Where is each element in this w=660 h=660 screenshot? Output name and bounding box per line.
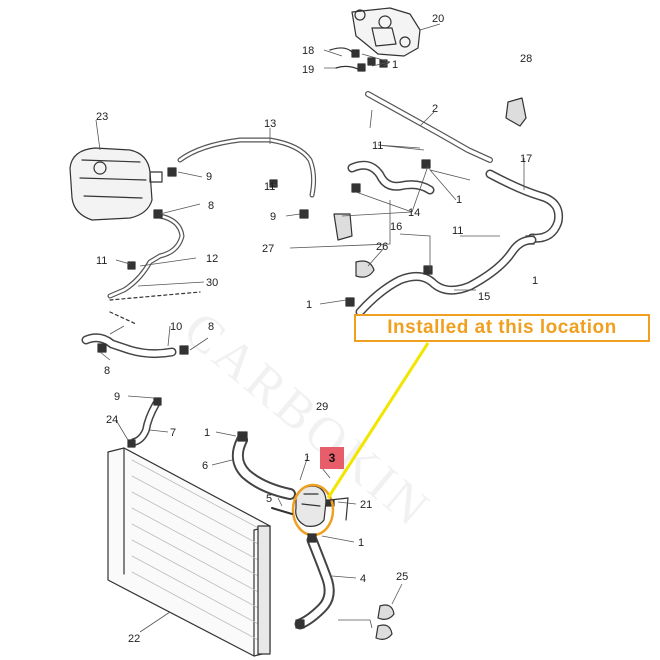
clip-1e — [237, 431, 248, 442]
label-18: 18 — [302, 45, 314, 57]
leader-lines — [95, 23, 525, 633]
label-1-f: 1 — [304, 452, 310, 464]
label-7: 7 — [170, 427, 176, 439]
callout-leader — [326, 342, 430, 499]
label-28: 28 — [520, 53, 532, 65]
label-27: 27 — [262, 243, 274, 255]
clip-26 — [355, 260, 375, 278]
label-13: 13 — [264, 118, 276, 130]
clip-18 — [351, 49, 360, 58]
highlight-badge-label: 3 — [328, 451, 336, 465]
guide-30 — [109, 291, 201, 325]
label-1-c: 1 — [532, 275, 538, 287]
label-11-c: 11 — [452, 225, 463, 237]
label-4: 4 — [360, 573, 366, 585]
label-23: 23 — [96, 111, 108, 123]
clip-19a — [357, 63, 366, 72]
label-16: 16 — [390, 221, 402, 233]
label-10: 10 — [170, 321, 182, 333]
label-14: 14 — [408, 207, 420, 219]
label-5: 5 — [266, 493, 272, 505]
callout-box: Installed at this location — [354, 314, 650, 342]
label-17: 17 — [520, 153, 532, 165]
clip-9a — [167, 167, 177, 177]
label-12: 12 — [206, 253, 218, 265]
clip-8b — [179, 345, 189, 355]
label-24: 24 — [106, 414, 118, 426]
clip-1c — [345, 297, 355, 307]
clip-9b — [299, 209, 309, 219]
clip-1g — [295, 619, 305, 629]
clip-8c — [97, 343, 107, 353]
label-20: 20 — [432, 13, 444, 25]
clip-14a — [351, 183, 361, 193]
label-30: 30 — [206, 277, 218, 289]
label-8-a: 8 — [208, 200, 214, 212]
part-labels: 20 18 19 1 28 2 23 13 11 17 9 11 8 1 9 1… — [96, 13, 538, 645]
label-8-b: 8 — [208, 321, 214, 333]
clip-19b — [367, 57, 376, 66]
part-21 — [329, 497, 349, 521]
hose-17-inner — [487, 171, 562, 242]
part-27 — [333, 213, 353, 241]
pipe-2-inner — [366, 92, 492, 162]
label-1-b: 1 — [456, 194, 462, 206]
label-8-c: 8 — [104, 365, 110, 377]
expansion-tank-23 — [69, 147, 163, 221]
label-9-b: 9 — [270, 211, 276, 223]
hose-19 — [335, 65, 361, 71]
highlight-badge: 3 — [320, 447, 344, 469]
clip-25a — [377, 604, 395, 620]
clip-8a — [153, 209, 163, 219]
label-9-a: 9 — [206, 171, 212, 183]
label-29: 29 — [316, 401, 328, 413]
label-26: 26 — [376, 241, 388, 253]
label-25: 25 — [396, 571, 408, 583]
clip-11b — [269, 179, 278, 188]
clip-14b — [421, 159, 431, 169]
label-11-b: 11 — [264, 181, 275, 193]
clip-9c — [153, 397, 162, 406]
hose-18 — [329, 47, 353, 53]
label-6: 6 — [202, 460, 208, 472]
label-1-top: 1 — [392, 59, 398, 71]
label-2: 2 — [432, 103, 438, 115]
label-11-d: 11 — [96, 255, 107, 267]
label-1-d: 1 — [306, 299, 312, 311]
callout-text: Installed at this location — [387, 317, 617, 338]
clip-11 — [127, 261, 136, 270]
clip-24 — [127, 439, 136, 448]
clip-16 — [423, 265, 433, 275]
thermostat-housing-20 — [351, 7, 421, 57]
label-1-e: 1 — [204, 427, 210, 439]
label-1-g: 1 — [358, 537, 364, 549]
bracket-28 — [505, 97, 527, 127]
label-22: 22 — [128, 633, 140, 645]
label-21: 21 — [360, 499, 372, 511]
clip-25b — [375, 624, 393, 640]
label-19: 19 — [302, 64, 314, 76]
label-11-a: 11 — [372, 140, 383, 152]
bolt-5 — [271, 507, 293, 515]
radiator-22 — [107, 447, 271, 657]
clip-1f — [307, 533, 317, 543]
label-15: 15 — [478, 291, 490, 303]
label-9-c: 9 — [114, 391, 120, 403]
